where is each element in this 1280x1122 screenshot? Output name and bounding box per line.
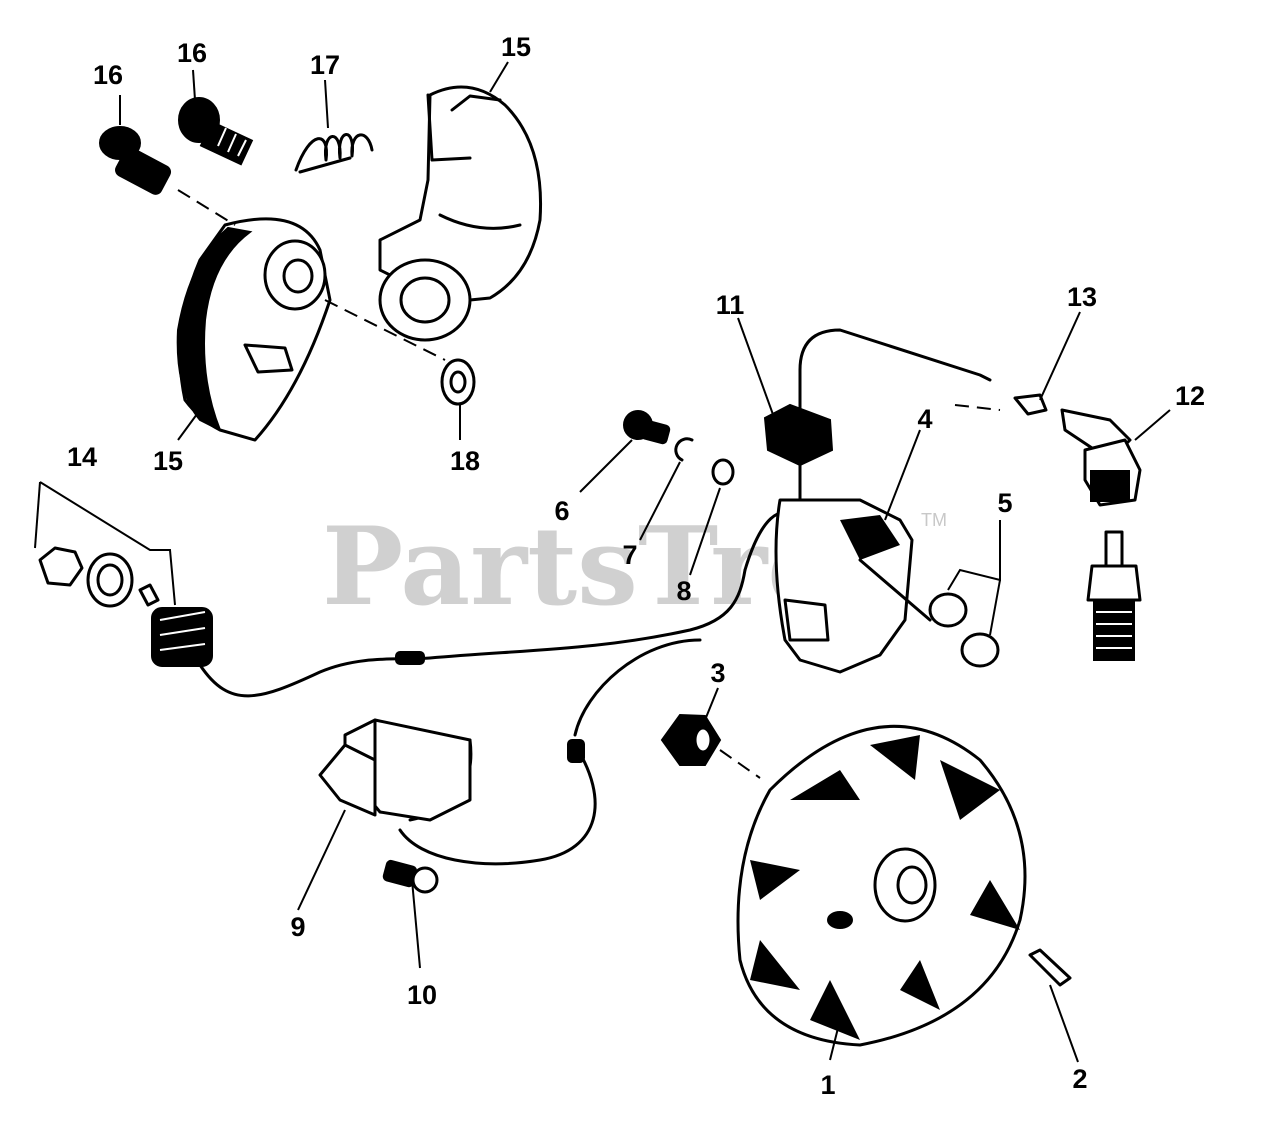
callout-3: 3	[710, 658, 725, 688]
spark-plug	[1086, 530, 1142, 661]
part-7-lock-washer	[674, 437, 694, 462]
callout-14: 14	[67, 442, 97, 472]
assembly-line	[177, 189, 236, 226]
wire-connector	[567, 739, 585, 763]
callout-2: 2	[1072, 1064, 1087, 1094]
leader-line	[737, 317, 776, 421]
leader-line	[177, 409, 201, 441]
callout-15: 15	[153, 446, 183, 476]
leader-line	[1049, 984, 1079, 1063]
callout-17: 17	[310, 50, 340, 80]
callout-13: 13	[1067, 282, 1097, 312]
callout-12: 12	[1175, 381, 1205, 411]
callout-16: 16	[93, 60, 123, 90]
part-17-spring	[294, 133, 374, 174]
callout-7: 7	[622, 540, 637, 570]
leader-line	[192, 69, 196, 101]
leader-line	[689, 487, 721, 576]
callout-9: 9	[290, 912, 305, 942]
part-18-washer	[440, 358, 476, 406]
callout-5: 5	[997, 488, 1012, 518]
callout-18: 18	[450, 446, 480, 476]
leader-line	[829, 1019, 841, 1061]
callout-8: 8	[676, 576, 691, 606]
part-12-spark-plug-boot	[1060, 408, 1142, 507]
assembly-line	[324, 299, 446, 361]
part-3-nut	[660, 713, 761, 779]
part-1-flywheel	[736, 724, 1027, 1047]
callout-1: 1	[820, 1070, 835, 1100]
callout-6: 6	[554, 496, 569, 526]
part-2-key	[1028, 948, 1072, 987]
leader-line	[489, 61, 509, 93]
part-5-spacers	[928, 520, 1001, 668]
assembly-line	[954, 404, 1001, 411]
leader-line	[1039, 311, 1081, 401]
part-14-switch	[34, 481, 213, 667]
wire-switch-to-coil	[198, 568, 747, 698]
part-16-screw-right	[178, 97, 254, 166]
part-13-terminal	[1013, 393, 1048, 416]
leader-line	[884, 429, 921, 521]
part-16-screw-left	[99, 126, 172, 195]
part-9-ignition-module	[318, 718, 472, 822]
wire-module	[573, 638, 702, 737]
part-15-clutch-shoe-upper	[378, 85, 543, 342]
callout-11: 11	[716, 290, 745, 320]
leader-line	[704, 687, 719, 721]
leader-line	[579, 439, 633, 493]
leader-line	[411, 879, 421, 969]
part-10-screw	[382, 859, 439, 894]
part-8-washer	[711, 458, 735, 486]
wire-connector	[395, 651, 425, 665]
part-15-clutch-shoe-lower	[176, 217, 332, 442]
wire-module-lower	[398, 743, 597, 866]
part-11-coil-assembly	[763, 328, 992, 674]
leader-line	[639, 461, 681, 541]
leader-line	[1134, 409, 1171, 441]
leader-line	[297, 809, 346, 911]
watermark-trademark: TM	[921, 510, 947, 530]
callout-4: 4	[917, 404, 932, 434]
part-6-screw	[623, 410, 671, 445]
leader-line	[324, 79, 329, 129]
callout-16: 16	[177, 38, 207, 68]
callout-10: 10	[407, 980, 437, 1010]
callout-15: 15	[501, 32, 531, 62]
